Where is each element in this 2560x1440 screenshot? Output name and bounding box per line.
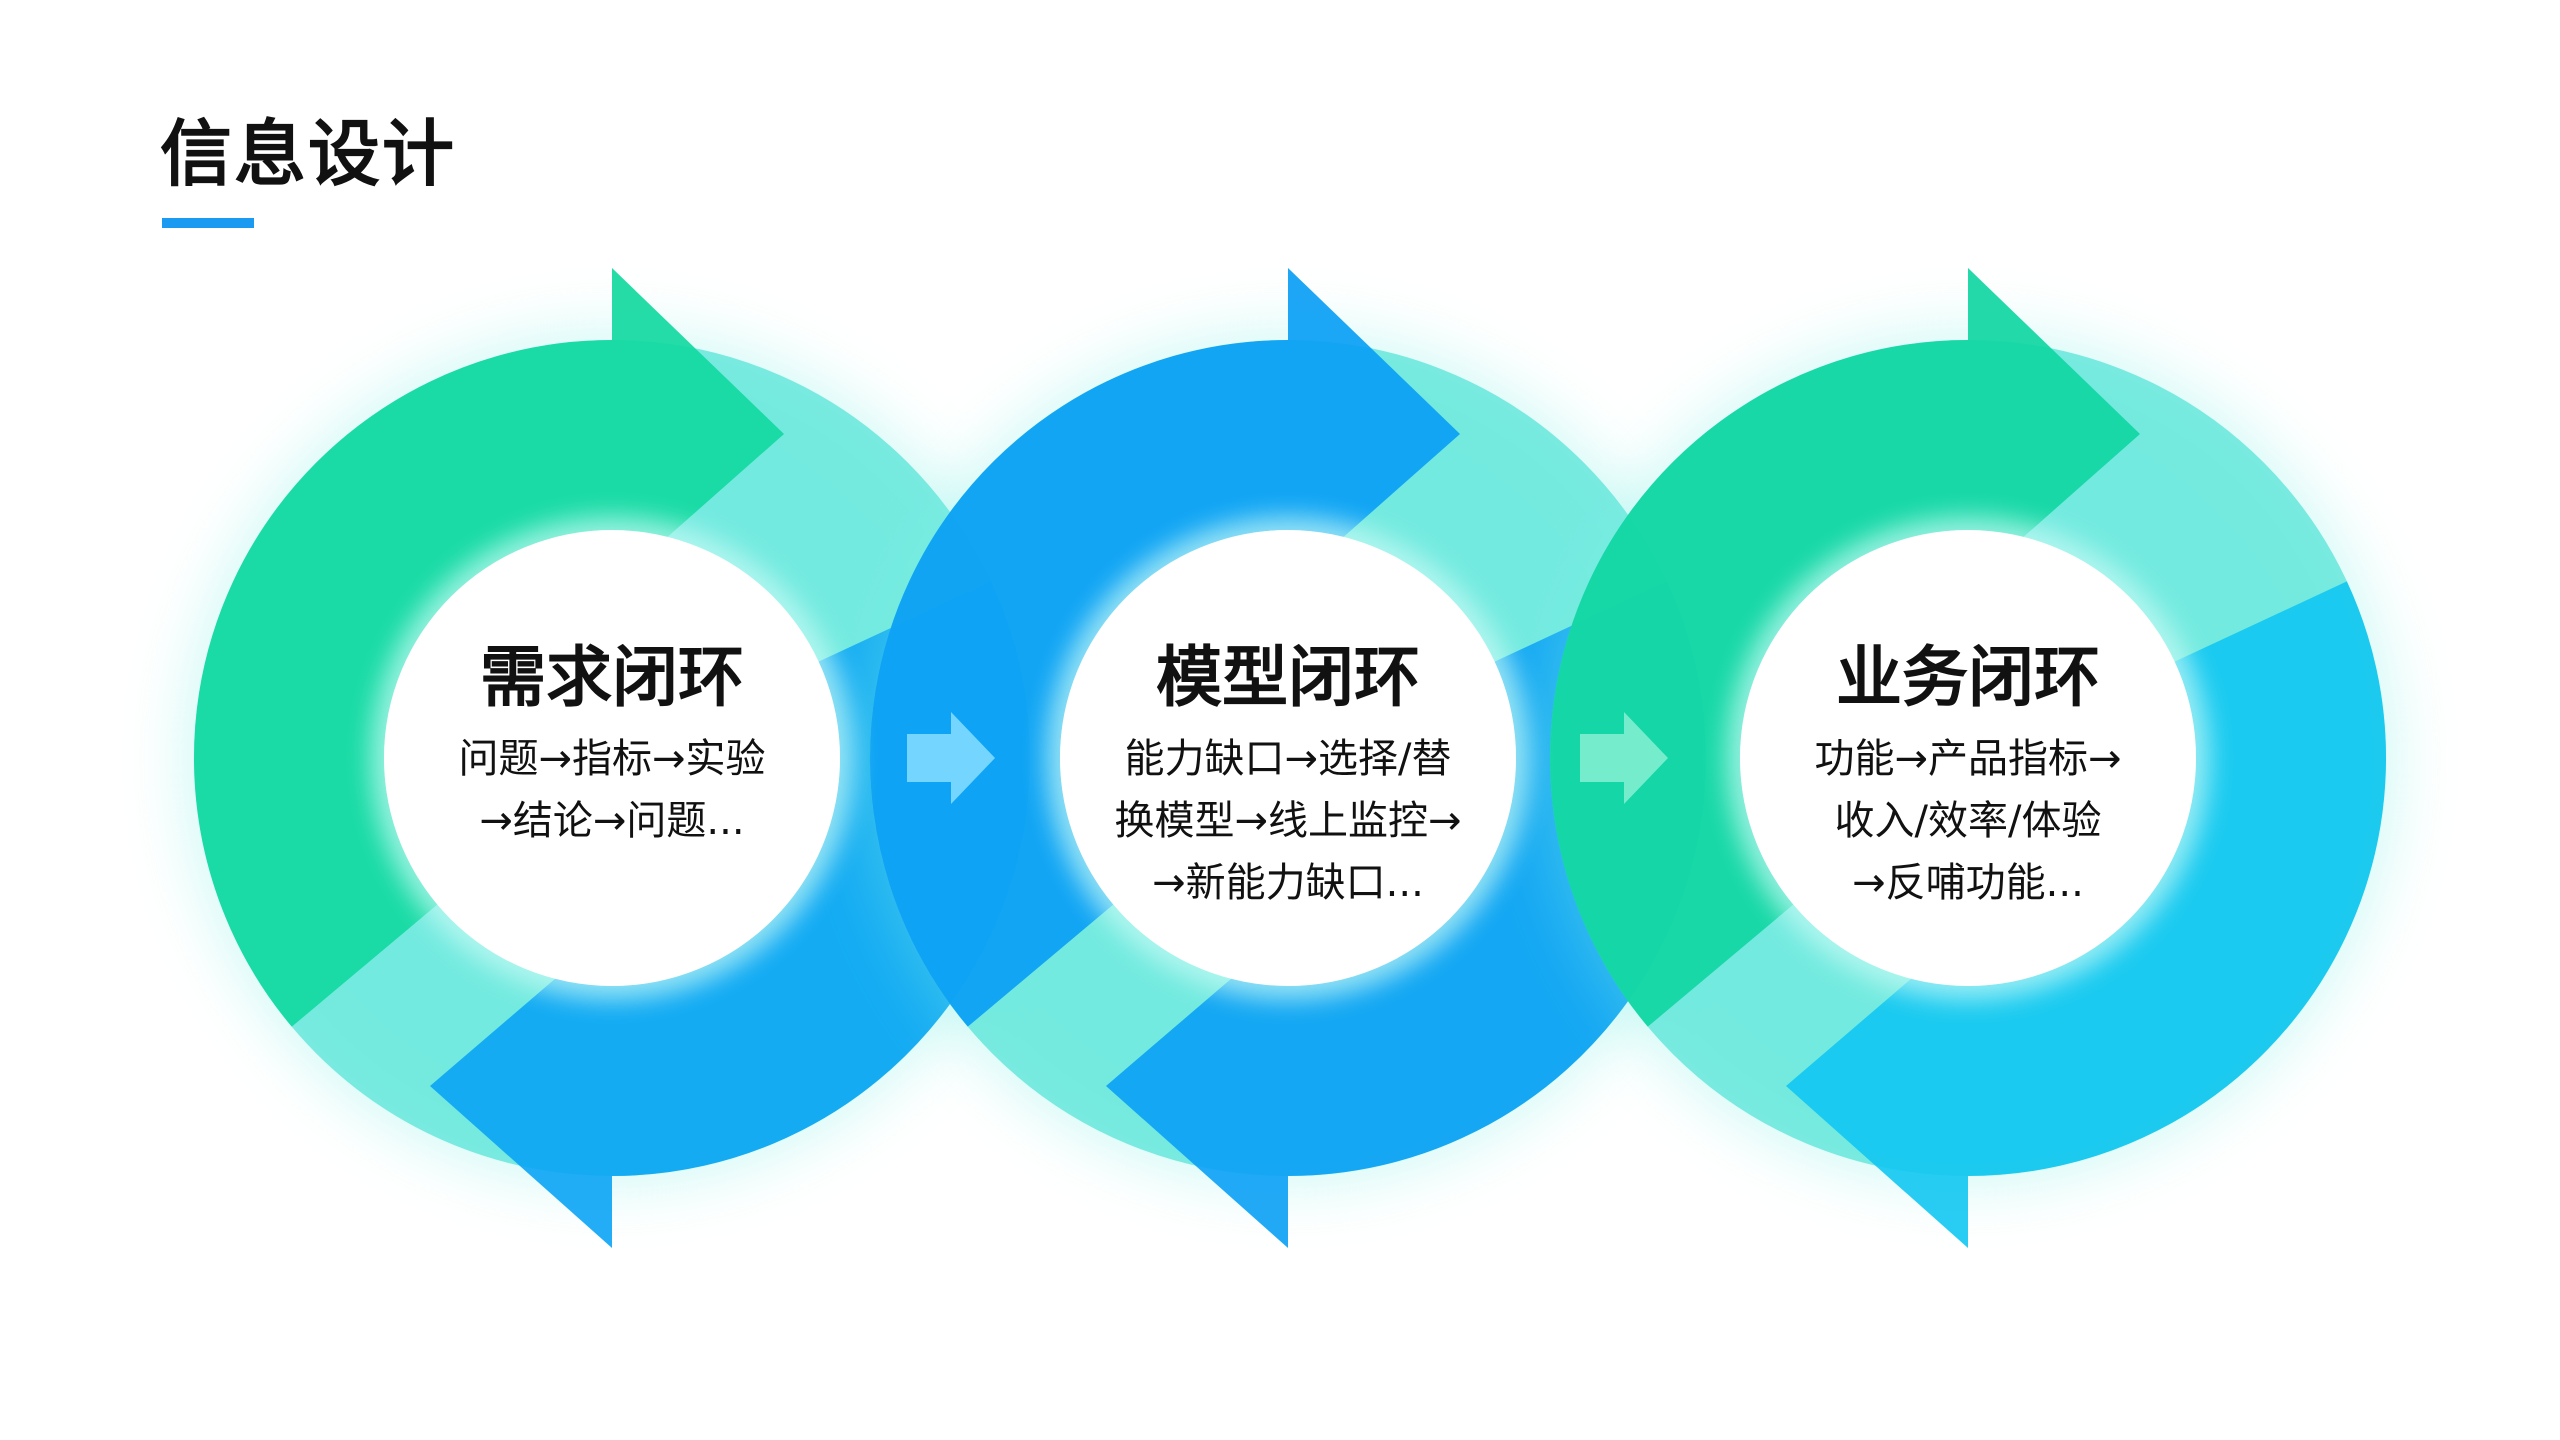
- loop-title: 模型闭环: [1156, 639, 1420, 716]
- loop-label: 需求闭环问题→指标→实验 →结论→问题...: [402, 638, 822, 852]
- top-arrow-head-icon: [612, 268, 784, 586]
- bottom-arrow-arc: [1966, 581, 2386, 1176]
- bottom-arrow-head-icon: [1786, 930, 1968, 1248]
- loop-label: 业务闭环功能→产品指标→ 收入/效率/体验 →反哺功能...: [1758, 638, 2178, 914]
- connector-arrow-icon: [907, 712, 995, 804]
- bottom-arrow-head-icon: [430, 930, 612, 1248]
- bottom-arrow-head-icon: [1106, 930, 1288, 1248]
- loop-label: 模型闭环能力缺口→选择/替换模型→线上监控→ →新能力缺口...: [1078, 638, 1498, 914]
- loop-description-line: 换模型→线上监控→: [1114, 798, 1462, 844]
- inner-circle: [1060, 530, 1516, 986]
- top-arrow-arc: [870, 340, 1290, 1027]
- loop-title: 业务闭环: [1836, 639, 2100, 716]
- loop-title: 需求闭环: [480, 639, 744, 716]
- top-arrow-arc: [1550, 340, 1970, 1027]
- inner-circle: [384, 530, 840, 986]
- loop-description-line: 问题→指标→实验: [458, 736, 766, 782]
- loop-description-line: →结论→问题...: [479, 798, 745, 844]
- top-arrow-head-icon: [1968, 268, 2140, 586]
- title-underline: [162, 218, 254, 228]
- loop-description-line: →反哺功能...: [1852, 860, 2084, 906]
- inner-circle: [1740, 530, 2196, 986]
- top-arrow-head-icon: [1288, 268, 1460, 586]
- loop-description-line: →新能力缺口...: [1152, 860, 1424, 906]
- page-title: 信息设计: [160, 112, 457, 196]
- loop-description-line: 收入/效率/体验: [1834, 798, 2102, 844]
- loop-description-line: 能力缺口→选择/替: [1124, 736, 1452, 782]
- connector-arrow-icon: [1580, 712, 1668, 804]
- top-arrow-arc: [194, 340, 614, 1027]
- loop-description-line: 功能→产品指标→: [1814, 736, 2122, 782]
